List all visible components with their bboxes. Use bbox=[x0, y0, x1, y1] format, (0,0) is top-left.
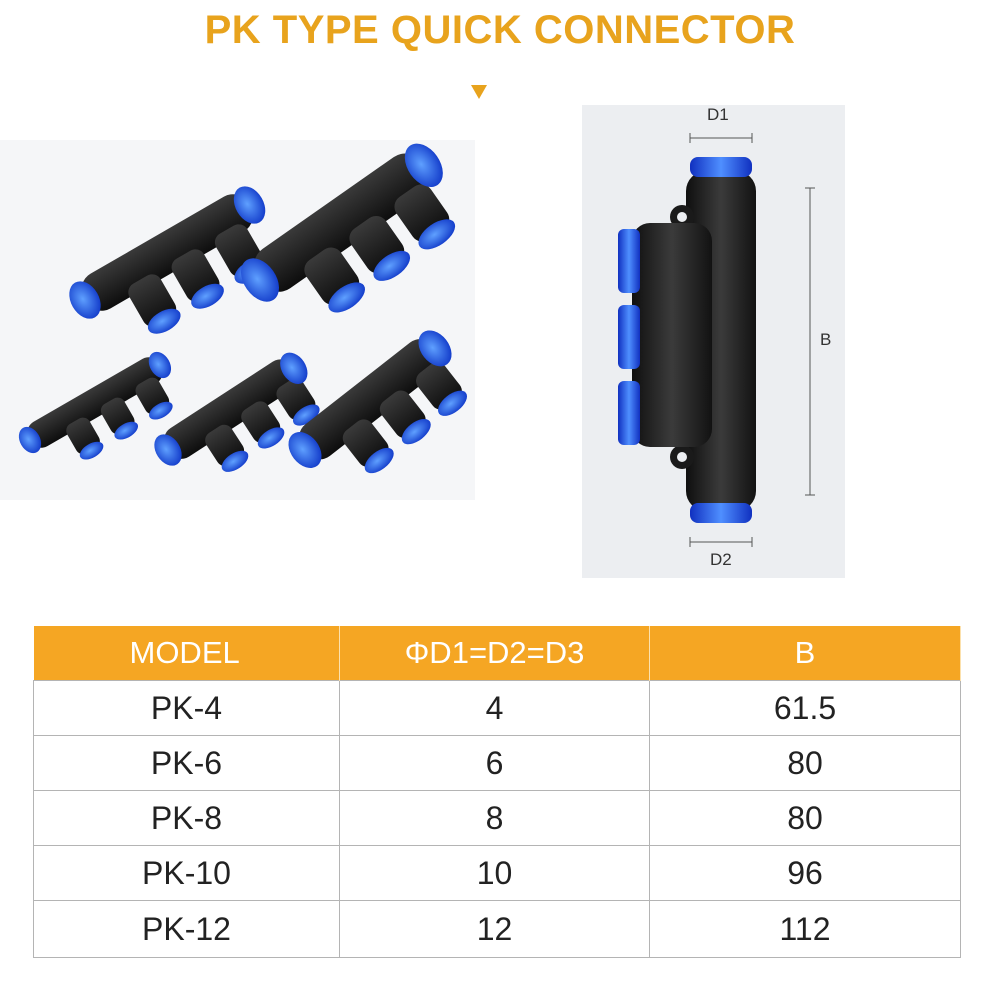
cell-b: 61.5 bbox=[649, 680, 961, 736]
table-row: PK-4 4 61.5 bbox=[33, 680, 961, 736]
dimension-label-d1: D1 bbox=[707, 105, 729, 124]
table-row: PK-10 10 96 bbox=[33, 845, 961, 901]
spec-table: MODEL ΦD1=D2=D3 B PK-4 4 61.5 PK-6 6 80 … bbox=[33, 626, 961, 958]
column-header-b: B bbox=[649, 626, 961, 681]
cell-b: 112 bbox=[649, 900, 961, 958]
dimension-label-d2: D2 bbox=[710, 550, 732, 569]
connector-pk-e bbox=[288, 330, 468, 474]
cell-model: PK-12 bbox=[33, 900, 340, 958]
connectors-illustration bbox=[18, 143, 468, 474]
dimension-diagram: D1 B D2 bbox=[582, 105, 845, 578]
column-header-diameter: ΦD1=D2=D3 bbox=[339, 626, 650, 681]
table-row: PK-12 12 112 bbox=[33, 900, 961, 958]
product-photo-group bbox=[0, 140, 475, 500]
cell-diameter: 10 bbox=[339, 845, 650, 901]
cell-b: 80 bbox=[649, 735, 961, 791]
dimension-label-b: B bbox=[820, 330, 832, 349]
cell-model: PK-4 bbox=[33, 680, 340, 736]
connector-front-view bbox=[618, 133, 815, 547]
connector-pk-c bbox=[18, 351, 173, 460]
cell-diameter: 12 bbox=[339, 900, 650, 958]
cell-diameter: 8 bbox=[339, 790, 650, 846]
page-title: PK TYPE QUICK CONNECTOR bbox=[204, 8, 796, 52]
cell-b: 96 bbox=[649, 845, 961, 901]
connector-pk-d bbox=[154, 352, 320, 472]
table-row: PK-8 8 80 bbox=[33, 790, 961, 846]
cell-b: 80 bbox=[649, 790, 961, 846]
column-header-model: MODEL bbox=[33, 626, 340, 681]
triangle-down-icon bbox=[471, 85, 487, 99]
table-header-row: MODEL ΦD1=D2=D3 B bbox=[33, 626, 961, 681]
cell-model: PK-8 bbox=[33, 790, 340, 846]
connector-pk-b bbox=[240, 143, 456, 313]
table-row: PK-6 6 80 bbox=[33, 735, 961, 791]
cell-model: PK-10 bbox=[33, 845, 340, 901]
cell-model: PK-6 bbox=[33, 735, 340, 791]
cell-diameter: 4 bbox=[339, 680, 650, 736]
cell-diameter: 6 bbox=[339, 735, 650, 791]
